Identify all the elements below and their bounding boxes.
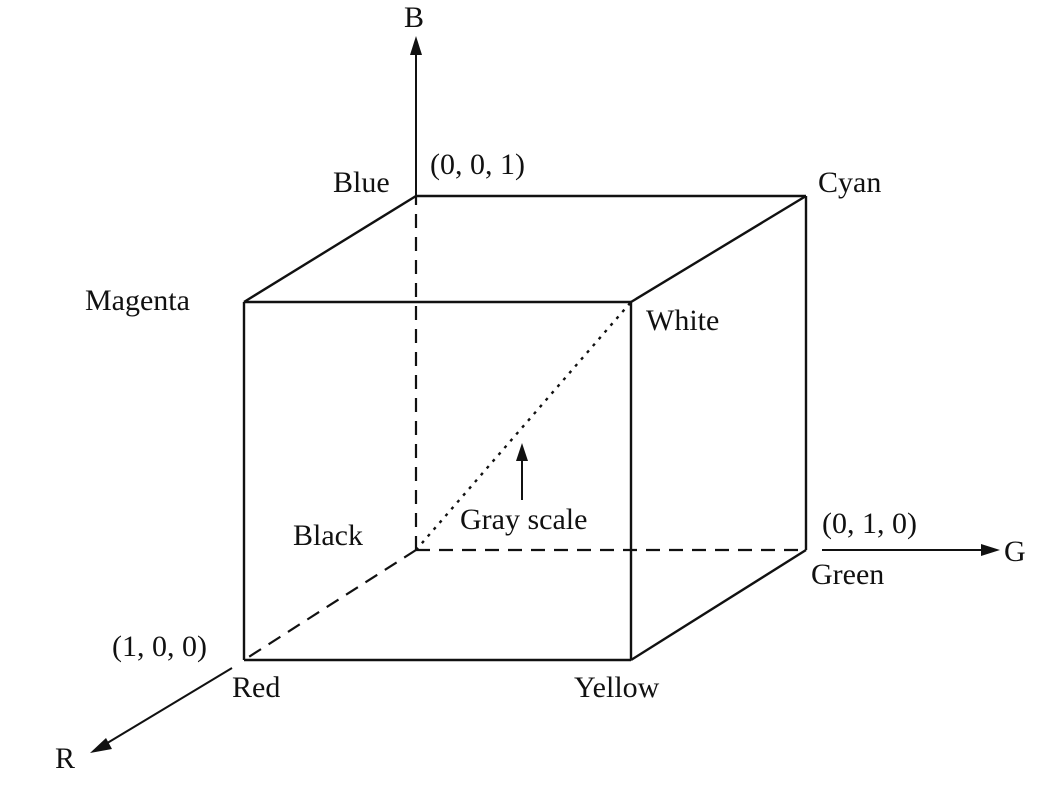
axis-label-r: R: [55, 742, 75, 775]
axis-label-g: G: [1004, 535, 1026, 568]
axis-label-b: B: [404, 1, 424, 34]
vertex-label-magenta: Magenta: [85, 284, 190, 317]
vertex-coord-red: (1, 0, 0): [112, 630, 207, 663]
gray-scale-label: Gray scale: [460, 503, 587, 536]
r-axis-arrowhead: [90, 738, 112, 753]
vertex-label-white: White: [646, 304, 719, 337]
r-axis-line: [103, 667, 233, 746]
vertex-label-green: Green: [811, 558, 884, 591]
vertex-coord-green: (0, 1, 0): [822, 507, 917, 540]
vertex-label-red: Red: [232, 671, 280, 704]
gray-scale-arrow-head: [516, 443, 528, 461]
vertex-label-cyan: Cyan: [818, 166, 881, 199]
b-axis-arrowhead: [410, 36, 422, 55]
edge-yellow-green: [630, 548, 807, 662]
vertex-label-blue: Blue: [333, 166, 390, 199]
hidden-edge-black-red: [243, 549, 417, 661]
g-axis-arrowhead: [981, 544, 1000, 556]
edge-white-cyan: [630, 194, 807, 304]
vertex-label-yellow: Yellow: [574, 671, 660, 704]
vertex-label-black: Black: [293, 519, 363, 552]
gray-scale-diagonal: [415, 301, 632, 551]
vertex-coord-blue: (0, 0, 1): [430, 148, 525, 181]
edge-magenta-blue: [243, 194, 417, 304]
